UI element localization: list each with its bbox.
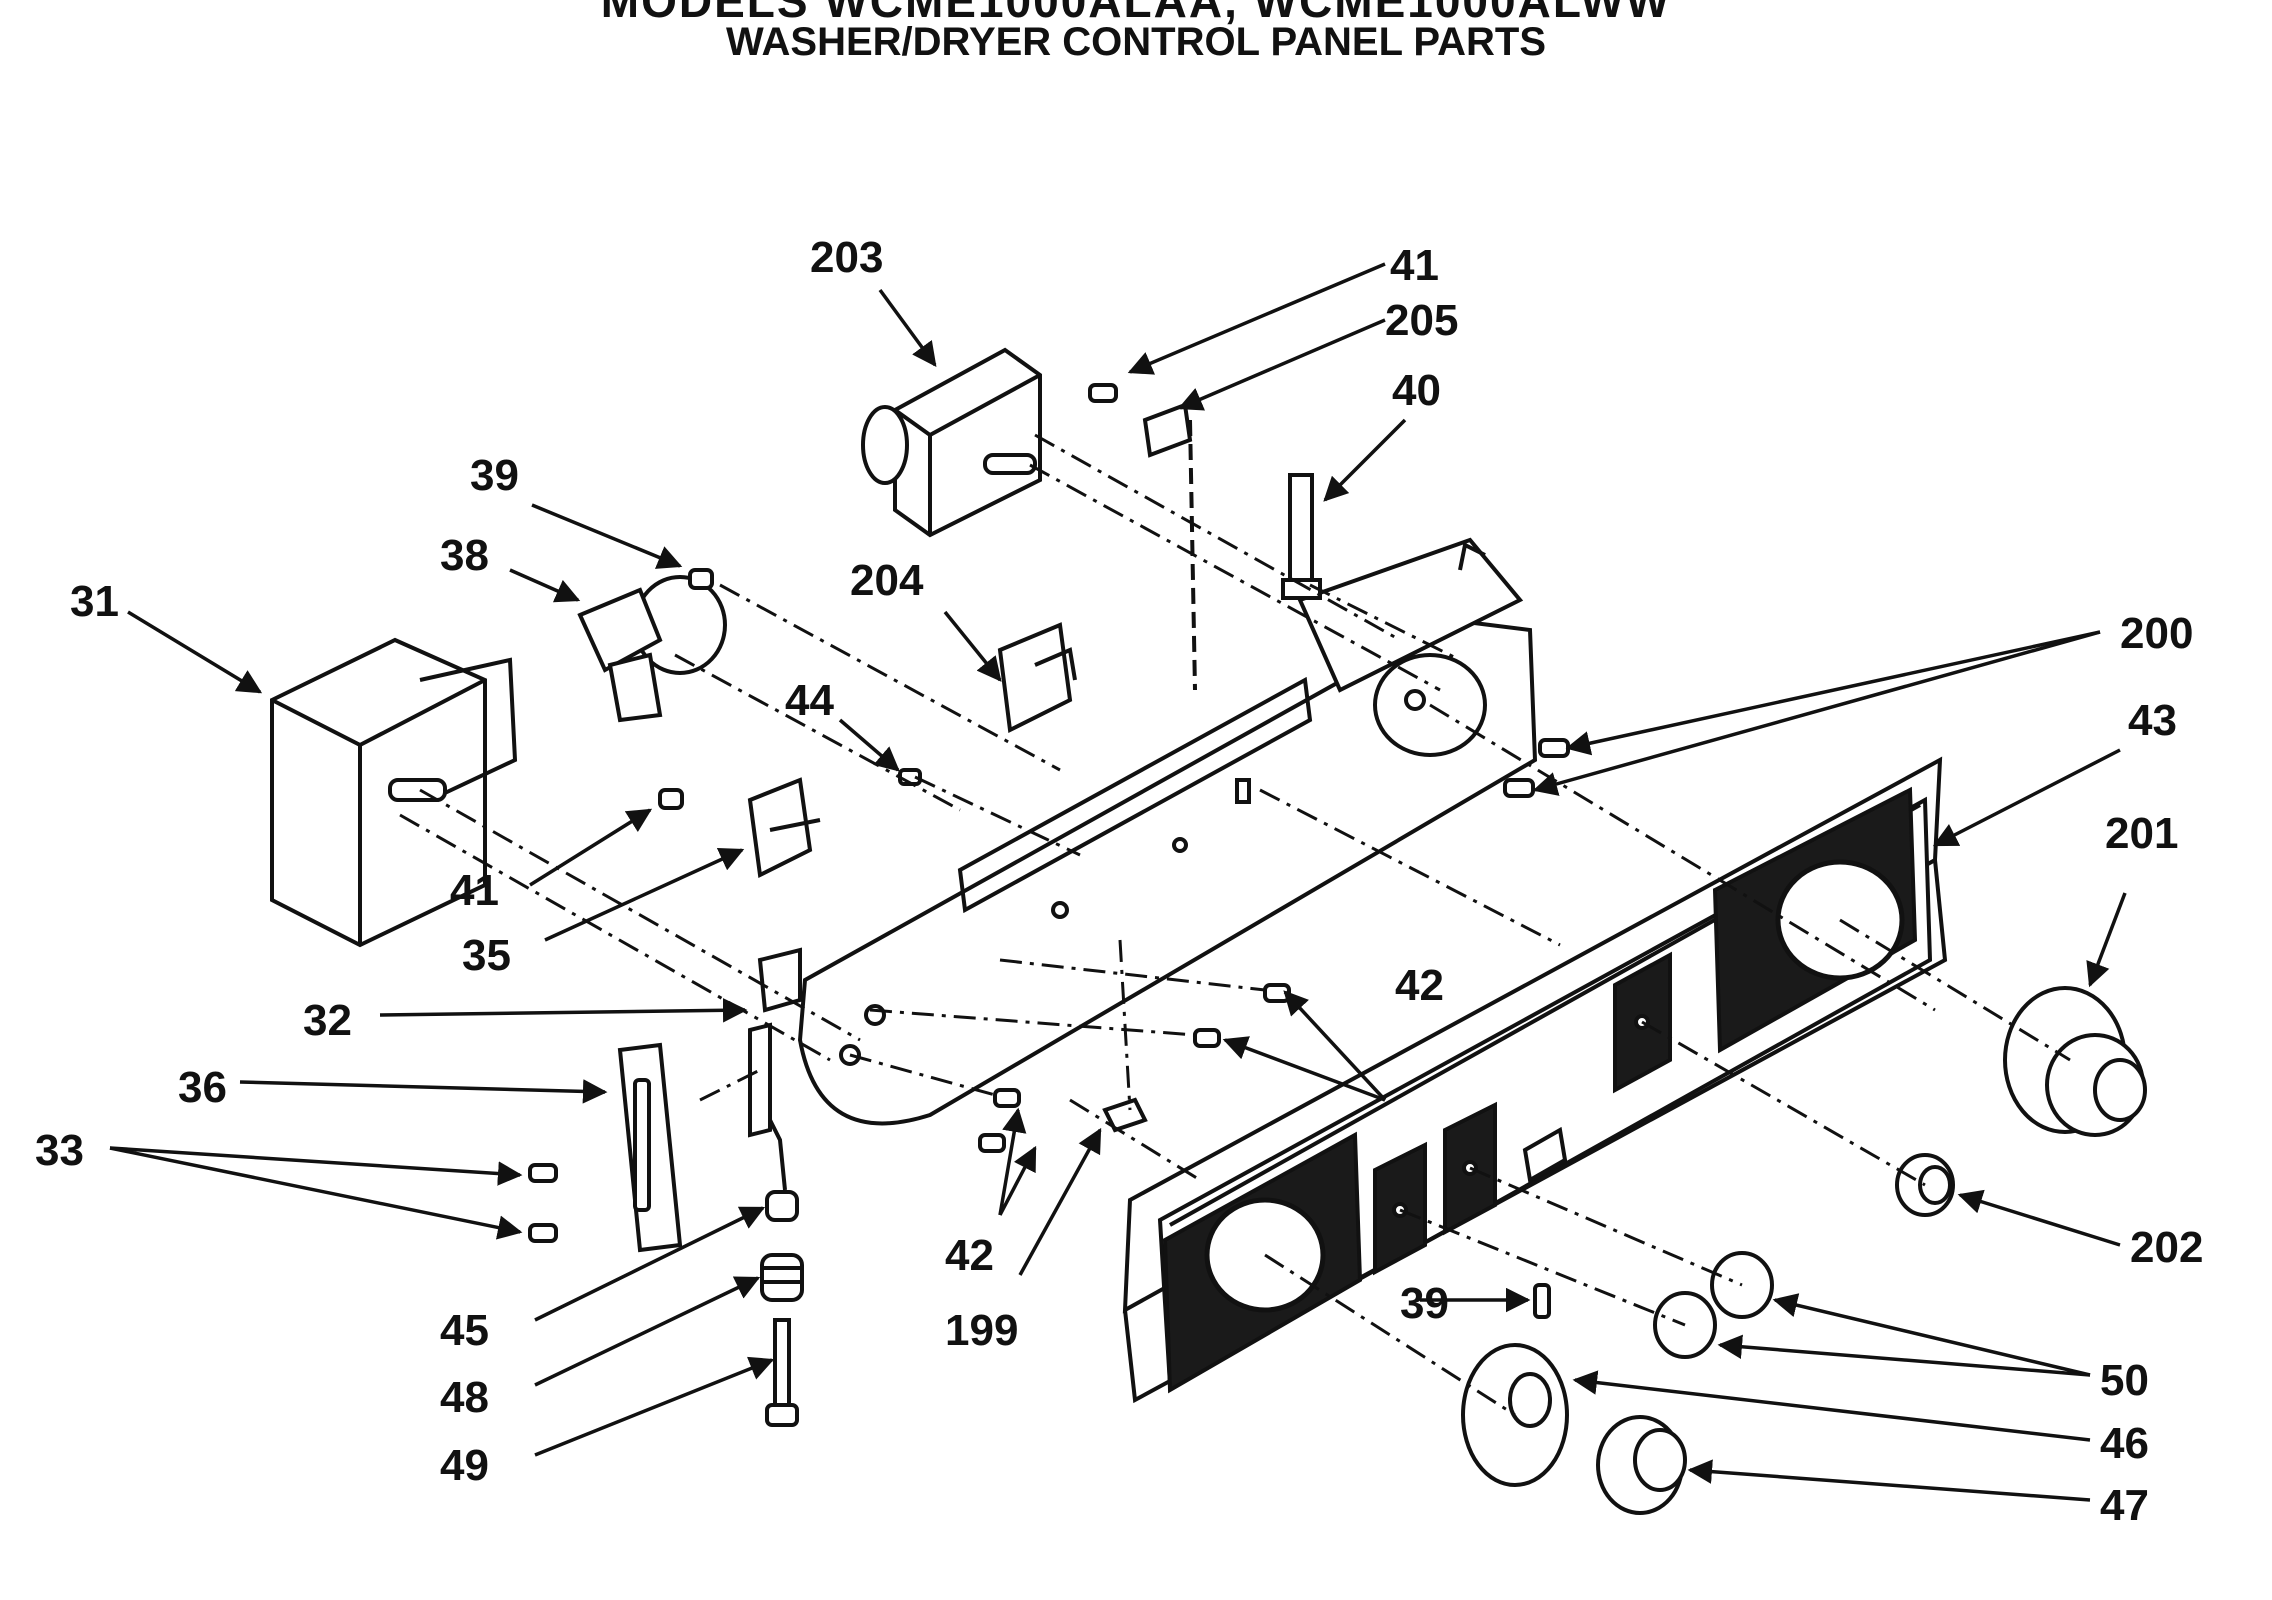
mounting-bracket bbox=[797, 537, 1538, 1126]
models-title: MODELS WCME1000ALAA, WCME1000ALWW bbox=[600, 0, 1672, 27]
callout-48: 48 bbox=[440, 1373, 489, 1422]
knob-201 bbox=[2003, 986, 2147, 1137]
diagram-subtitle: WASHER/DRYER CONTROL PANEL PARTS bbox=[725, 20, 1547, 64]
switch-35 bbox=[747, 777, 821, 879]
callout-45: 45 bbox=[440, 1306, 489, 1355]
callout-42-bottom: 42 bbox=[945, 1231, 994, 1280]
callout-43: 43 bbox=[2128, 696, 2177, 745]
callout-50: 50 bbox=[2100, 1356, 2149, 1405]
callout-36: 36 bbox=[178, 1063, 227, 1112]
callout-35: 35 bbox=[462, 931, 511, 980]
knob-202 bbox=[1895, 1153, 1955, 1217]
callout-205: 205 bbox=[1385, 296, 1458, 345]
callout-200: 200 bbox=[2120, 609, 2193, 658]
callout-202: 202 bbox=[2130, 1223, 2203, 1272]
callout-46: 46 bbox=[2100, 1419, 2149, 1468]
callout-203: 203 bbox=[810, 233, 883, 282]
slide-switch-32 bbox=[748, 947, 802, 1191]
buttons-50 bbox=[1653, 1251, 1774, 1359]
callout-40: 40 bbox=[1392, 366, 1441, 415]
slide-bar-36 bbox=[617, 1042, 683, 1253]
switch-205 bbox=[1142, 402, 1197, 691]
callout-201: 201 bbox=[2105, 809, 2178, 858]
callout-41-left: 41 bbox=[450, 866, 499, 915]
callout-47: 47 bbox=[2100, 1481, 2149, 1530]
callout-204: 204 bbox=[850, 556, 924, 605]
leader-arrows bbox=[109, 262, 2127, 1502]
callout-199: 199 bbox=[945, 1306, 1018, 1355]
callout-32: 32 bbox=[303, 996, 352, 1045]
callout-39-bottom: 39 bbox=[1400, 1279, 1449, 1328]
control-panel-43 bbox=[1122, 756, 1948, 1404]
callout-44: 44 bbox=[785, 676, 834, 725]
timer-31 bbox=[270, 637, 518, 948]
timer-203 bbox=[861, 347, 1042, 538]
callout-49: 49 bbox=[440, 1441, 489, 1490]
callout-42-right: 42 bbox=[1395, 961, 1444, 1010]
callout-41-top: 41 bbox=[1390, 241, 1439, 290]
callout-38: 38 bbox=[440, 531, 489, 580]
callout-39-top: 39 bbox=[470, 451, 519, 500]
switch-204 bbox=[997, 622, 1077, 734]
screws bbox=[528, 383, 1570, 1319]
callout-labels: 31 32 33 35 36 38 39 41 40 205 203 204 4… bbox=[35, 233, 2203, 1530]
callout-33: 33 bbox=[35, 1126, 84, 1175]
pressure-switch-38 bbox=[577, 575, 727, 723]
bracket-40 bbox=[1281, 473, 1322, 600]
alignment-lines bbox=[399, 433, 2071, 1417]
callout-31: 31 bbox=[70, 577, 119, 626]
spring-stack bbox=[760, 1190, 804, 1427]
knob-47 bbox=[1596, 1415, 1687, 1515]
